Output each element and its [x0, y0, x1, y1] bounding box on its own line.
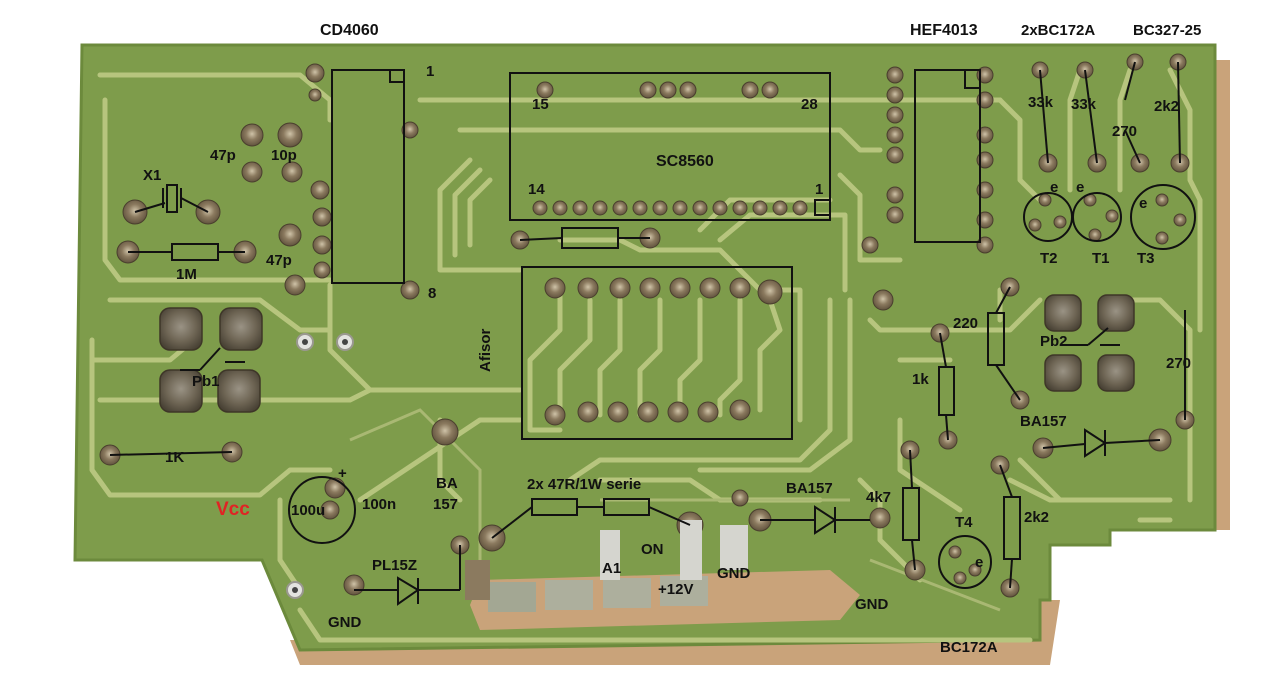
- cd4060-label: CD4060: [320, 22, 379, 39]
- sc8560-pin14-label: 14: [528, 181, 545, 198]
- connector-contacts: [465, 520, 860, 630]
- resistor-33k-a-label: 33k: [1028, 94, 1054, 111]
- ba157-left-b-label: 157: [433, 496, 459, 513]
- cap-100n-label: 100n: [362, 496, 397, 513]
- gnd-right-label: GND: [855, 596, 889, 613]
- t3-emitter-label: e: [1139, 195, 1148, 212]
- afisor-label: Afisor: [477, 328, 494, 372]
- vcc-label: Vcc: [216, 499, 250, 520]
- gnd-left-label: GND: [328, 614, 362, 631]
- x1-label: X1: [143, 167, 162, 184]
- sc8560-outline: [509, 72, 831, 221]
- t4-label: T4: [955, 514, 973, 531]
- bc172a-bottom-label: BC172A: [940, 639, 998, 656]
- ba157-left-a-label: BA: [436, 475, 458, 492]
- hef4013-outline: [914, 69, 981, 243]
- sc8560-label: SC8560: [656, 153, 714, 170]
- cd4060-pin8-label: 8: [428, 285, 437, 302]
- on-label: ON: [641, 541, 664, 558]
- t2-label: T2: [1040, 250, 1058, 267]
- plus-label: +: [338, 465, 347, 482]
- resistor-2k2-bottom-label: 2k2: [1024, 509, 1050, 526]
- bc172a-top-label: 2xBC172A: [1021, 22, 1096, 39]
- sc8560-pin15-label: 15: [532, 96, 549, 113]
- v12-label: +12V: [658, 581, 694, 598]
- t1-label: T1: [1092, 250, 1110, 267]
- resistor-1k-left-label: 1K: [165, 449, 185, 466]
- t1-emitter-label: e: [1076, 179, 1085, 196]
- afisor-outline: [521, 266, 793, 440]
- solder-pads: [99, 53, 1195, 599]
- resistor-4k7-label: 4k7: [866, 489, 892, 506]
- resistor-270-top-label: 270: [1112, 123, 1138, 140]
- t3-label: T3: [1137, 250, 1155, 267]
- annotation-overlay: [109, 61, 1196, 606]
- resistor-1k-right-label: 1k: [912, 371, 929, 388]
- resistor-220-right-label: 220: [953, 315, 979, 332]
- cap-10p-label: 10p: [271, 147, 297, 164]
- resistor-1m-label: 1M: [176, 266, 197, 283]
- t2-emitter-label: e: [1050, 179, 1059, 196]
- cd4060-outline: [331, 69, 405, 284]
- gnd-mid-label: GND: [717, 565, 751, 582]
- sc8560-pin28-label: 28: [801, 96, 818, 113]
- resistor-2k2-top-label: 2k2: [1154, 98, 1180, 115]
- resistor-33k-b-label: 33k: [1071, 96, 1097, 113]
- pb2-label: Pb2: [1040, 333, 1068, 350]
- cd4060-pin1-label: 1: [426, 63, 435, 80]
- ba157-right-label: BA157: [1020, 413, 1067, 430]
- t4-emitter-label: e: [975, 554, 984, 571]
- pl15z-label: PL15Z: [372, 557, 418, 574]
- cap-100u-label: 100u: [291, 502, 326, 519]
- ba157-mid-label: BA157: [786, 480, 833, 497]
- bc327-label: BC327-25: [1133, 22, 1202, 39]
- a1-label: A1: [602, 560, 622, 577]
- hef4013-label: HEF4013: [910, 22, 978, 39]
- pb1-label: Pb1: [192, 373, 220, 390]
- resistor-270-right-label: 270: [1166, 355, 1192, 372]
- cap-47p-b-label: 47p: [266, 252, 292, 269]
- sc8560-pin1-label: 1: [815, 181, 824, 198]
- cap-47p-a-label: 47p: [210, 147, 236, 164]
- series-resistors-label: 2x 47R/1W serie: [527, 476, 642, 493]
